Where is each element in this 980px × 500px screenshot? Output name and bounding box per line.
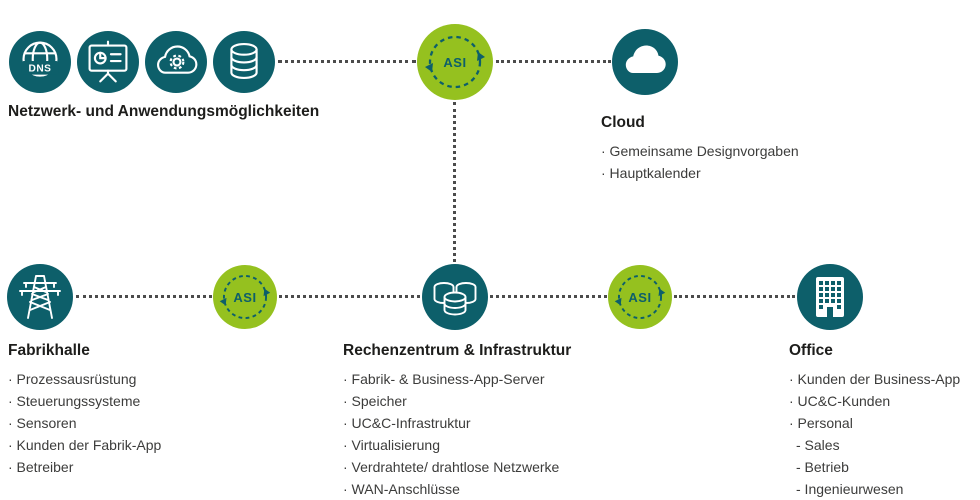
dotted-connector xyxy=(453,102,456,262)
list-item: · Kunden der Fabrik-App xyxy=(8,437,162,453)
list-item: - Ingenieurwesen xyxy=(796,481,904,497)
dotted-connector xyxy=(490,295,607,298)
database-icon xyxy=(213,31,275,93)
dotted-connector xyxy=(76,295,212,298)
list-item: · Fabrik- & Business-App-Server xyxy=(343,371,545,387)
cloud-title: Cloud xyxy=(601,114,645,131)
list-item: · Prozessausrüstung xyxy=(8,371,137,387)
asi-label: ASI xyxy=(233,289,257,305)
list-item: · Verdrahtete/ drahtlose Netzwerke xyxy=(343,459,560,475)
asi-label: ASI xyxy=(443,54,467,70)
office-text-block: Office · Kunden der Business-App · UC&C-… xyxy=(789,342,960,500)
datacenter-databases-icon xyxy=(422,264,488,330)
list-item: · Virtualisierung xyxy=(343,437,441,453)
list-item: · Steuerungssysteme xyxy=(8,393,141,409)
dotted-connector xyxy=(278,60,416,63)
asi-node-top: ASI xyxy=(417,24,493,100)
network-apps-label: Netzwerk- und Anwendungsmöglichkeiten xyxy=(8,103,320,120)
list-item: - Sales xyxy=(796,437,840,453)
dotted-connector xyxy=(674,295,795,298)
fabrikhalle-title: Fabrikhalle xyxy=(8,342,90,359)
cloud-list: · Gemeinsame Designvorgaben · Hauptkalen… xyxy=(601,140,799,184)
fabrikhalle-text-block: Fabrikhalle · Prozessausrüstung · Steuer… xyxy=(8,342,161,478)
list-item: · WAN-Anschlüsse xyxy=(343,481,460,497)
power-tower-icon xyxy=(7,264,73,330)
svg-text:DNS: DNS xyxy=(29,64,52,75)
fabrikhalle-list: · Prozessausrüstung · Steuerungssysteme … xyxy=(8,368,161,478)
rechenzentrum-list: · Fabrik- & Business-App-Server · Speich… xyxy=(343,368,571,500)
dotted-connector xyxy=(496,60,611,63)
list-item: - Betrieb xyxy=(796,459,849,475)
list-item: · Sensoren xyxy=(8,415,77,431)
rechenzentrum-title: Rechenzentrum & Infrastruktur xyxy=(343,342,572,359)
cloud-gear-icon xyxy=(145,31,207,93)
office-building-icon xyxy=(797,264,863,330)
list-item: · Hauptkalender xyxy=(601,165,701,181)
cloud-node-icon xyxy=(612,29,678,95)
dotted-connector xyxy=(279,295,420,298)
list-item: · Personal xyxy=(789,415,853,431)
presentation-chart-icon xyxy=(77,31,139,93)
list-item: · Speicher xyxy=(343,393,407,409)
rechenzentrum-text-block: Rechenzentrum & Infrastruktur · Fabrik- … xyxy=(343,342,571,500)
asi-node-right: ASI xyxy=(608,265,672,329)
list-item: · Betreiber xyxy=(8,459,74,475)
list-item: · UC&C-Infrastruktur xyxy=(343,415,471,431)
list-item: · Kunden der Business-App xyxy=(789,371,961,387)
list-item: · Gemeinsame Designvorgaben xyxy=(601,143,799,159)
asi-node-left: ASI xyxy=(213,265,277,329)
office-list: · Kunden der Business-App · UC&C-Kunden … xyxy=(789,368,960,500)
list-item: · UC&C-Kunden xyxy=(789,393,891,409)
asi-label: ASI xyxy=(628,289,652,305)
office-title: Office xyxy=(789,342,833,359)
dns-globe-icon: DNS xyxy=(9,31,71,93)
cloud-text-block: Cloud · Gemeinsame Designvorgaben · Haup… xyxy=(601,114,799,184)
